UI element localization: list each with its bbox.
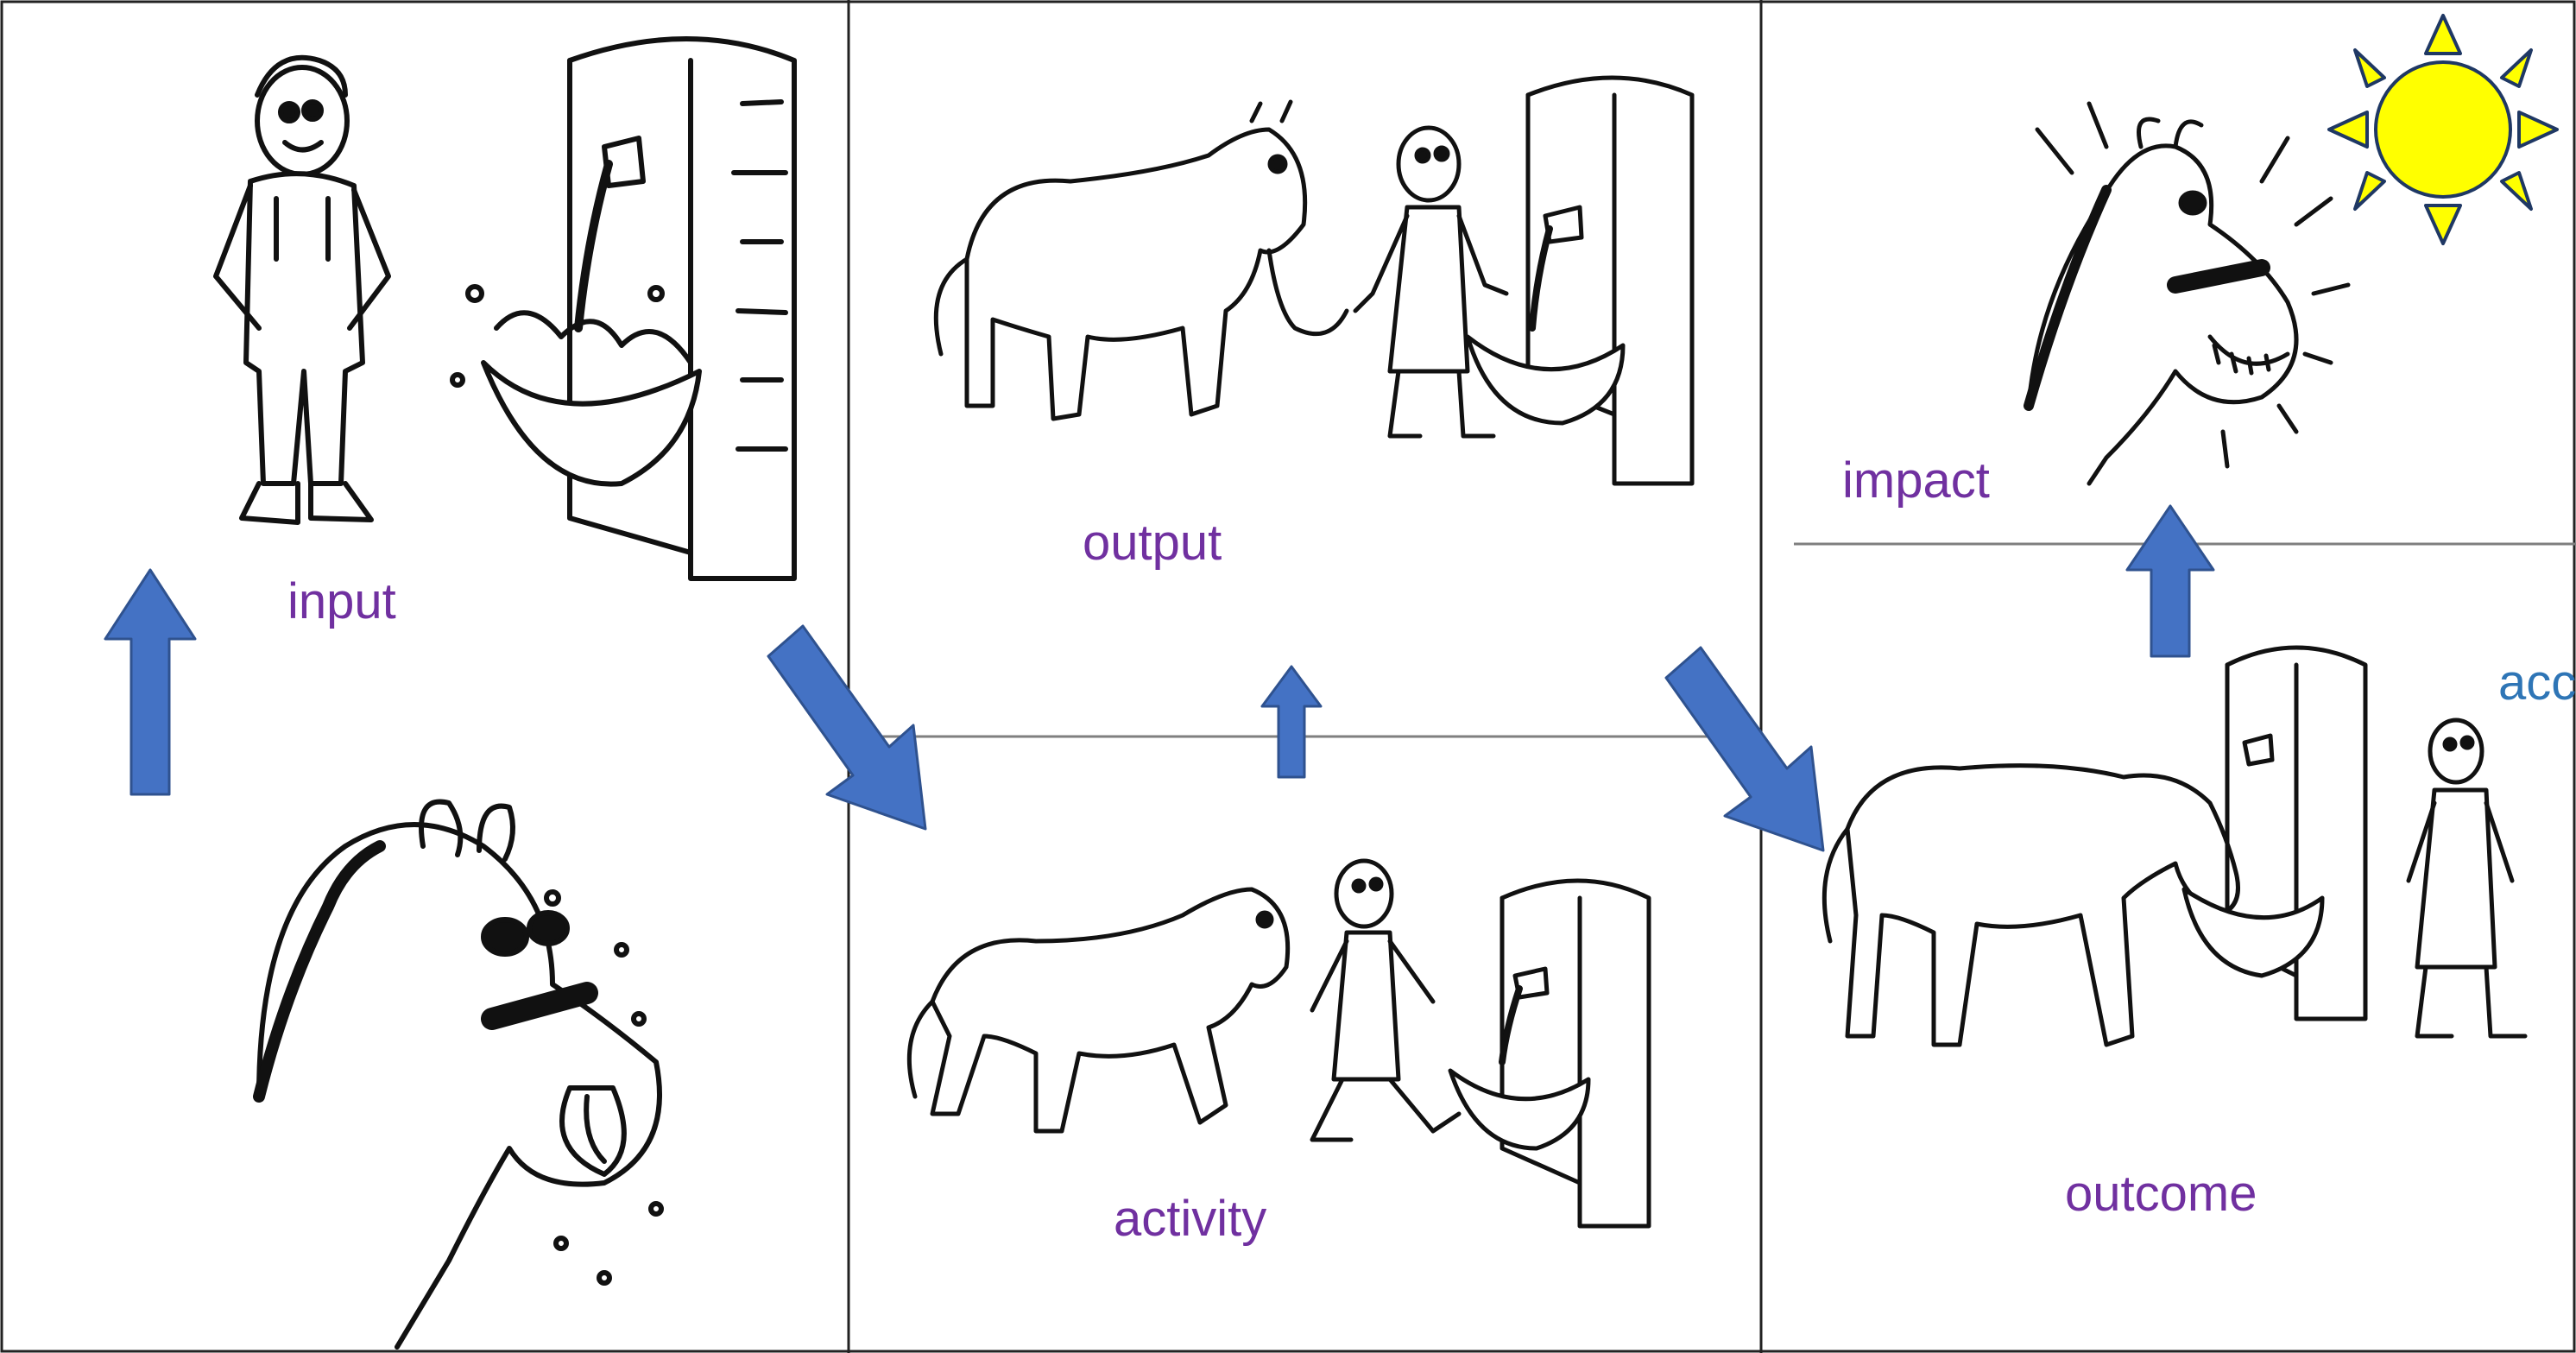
- down-right-arrow-icon: [1664, 646, 1825, 852]
- up-arrow-icon: [1260, 665, 1323, 779]
- outcome-label: outcome: [2065, 1166, 2257, 1222]
- down-right-arrow-icon: [767, 624, 927, 831]
- impact-label: impact: [1842, 452, 1990, 509]
- truncated-label: acc: [2498, 654, 2576, 711]
- farmer-leading-horse-illustration: [933, 75, 1695, 486]
- up-arrow-icon: [2125, 504, 2215, 658]
- activity-label: activity: [1114, 1191, 1267, 1247]
- flow-arrows: [104, 504, 2215, 852]
- output-label: output: [1083, 515, 1222, 571]
- sun-icon: [2327, 14, 2559, 245]
- up-arrow-icon: [104, 568, 197, 796]
- happy-horse-illustration: [2024, 101, 2351, 486]
- thirsty-horse-illustration: [253, 799, 664, 1350]
- farmer-walking-horse-illustration: [906, 858, 1651, 1229]
- farmer-illustration: [213, 54, 391, 525]
- horse-drinking-illustration: [1822, 645, 2528, 1047]
- water-fountain-illustration: [450, 36, 797, 581]
- input-label: input: [287, 573, 396, 629]
